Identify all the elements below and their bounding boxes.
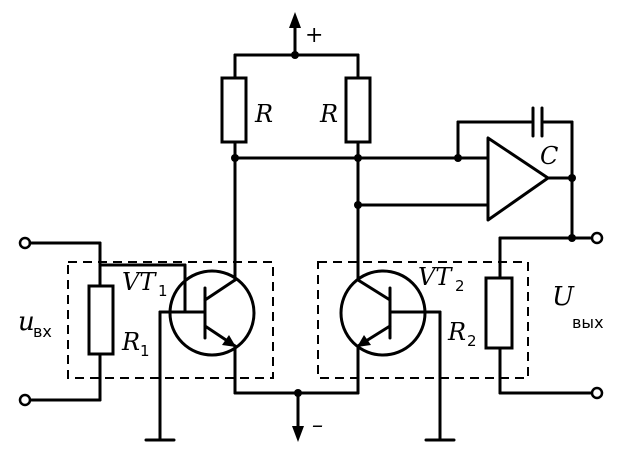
input-terminal-bottom: [18, 393, 32, 407]
up-arrow-icon: [289, 12, 301, 28]
r1-label: R: [121, 328, 140, 356]
u-out-subscript: вых: [572, 313, 604, 332]
u-in-subscript: вх: [33, 322, 52, 341]
minus-label: –: [312, 413, 323, 438]
vt1-label: VT: [122, 268, 157, 296]
load-resistor-right: R: [319, 53, 372, 274]
r2-resistor: [484, 276, 514, 350]
capacitor: [456, 106, 574, 240]
r1-resistor: [87, 284, 115, 356]
u-in-label: u: [18, 307, 35, 337]
positive-supply: +: [233, 12, 360, 59]
r-left-label: R: [254, 100, 273, 128]
vt1-subscript: 1: [158, 282, 168, 300]
r2-subscript: 2: [467, 332, 477, 350]
feedback-wiring: [231, 154, 490, 209]
plus-label: +: [305, 23, 323, 48]
transistor-vt2: [339, 269, 456, 442]
r2-label: R: [447, 318, 466, 346]
op-amp: C: [486, 136, 576, 222]
u-out-label: U: [552, 282, 575, 312]
output-terminal-top: [590, 231, 604, 245]
load-resistor-left: R: [220, 53, 273, 274]
down-arrow-icon: [292, 426, 304, 442]
vt2-label: VT: [418, 263, 453, 291]
vt2-subscript: 2: [455, 277, 465, 295]
negative-supply: –: [233, 389, 360, 442]
output-wiring: [484, 231, 604, 400]
c-label: C: [540, 142, 558, 170]
r1-subscript: 1: [140, 342, 150, 360]
input-wiring: [18, 236, 207, 442]
output-terminal-bottom: [590, 386, 604, 400]
transistor-vt1: [168, 269, 256, 395]
module-left-box: [67, 261, 274, 379]
module-right-box: [317, 261, 529, 379]
r-right-label: R: [319, 100, 338, 128]
